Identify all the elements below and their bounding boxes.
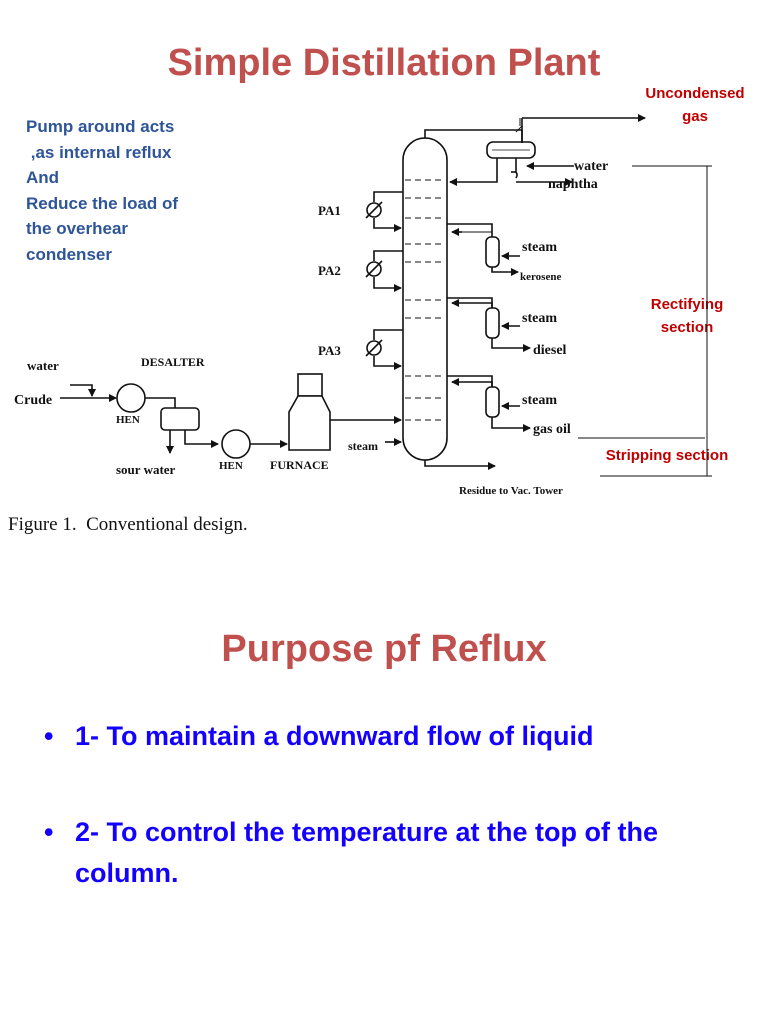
- section-title: Purpose pf Reflux: [221, 628, 547, 670]
- figure-caption: Figure 1. Conventional design.: [8, 514, 248, 535]
- distillation-column: [402, 137, 448, 461]
- pump-around-note: Pump around acts ,as internal reflux And…: [26, 114, 216, 267]
- distillation-diagram: water Crude DESALTER HEN sour water HEN …: [14, 114, 712, 497]
- note-line: condenser: [26, 244, 112, 264]
- pa3-label: PA3: [318, 343, 341, 358]
- note-line: Pump around acts: [26, 117, 175, 136]
- stripping-section-label: Stripping section: [605, 447, 729, 464]
- hen-1-label: HEN: [116, 414, 140, 426]
- sour-water-label: sour water: [116, 462, 176, 477]
- steam-gas-oil-label: steam: [522, 393, 557, 408]
- label-line: Rectifying: [650, 296, 724, 313]
- water-top-label: water: [574, 159, 608, 174]
- desalter-label: DESALTER: [141, 355, 205, 369]
- bullet-marker: •: [44, 817, 54, 847]
- pump-around-pa1: [365, 191, 403, 232]
- diesel-label: diesel: [533, 343, 567, 358]
- steam-bottom-label: steam: [348, 439, 378, 453]
- pa1-label: PA1: [318, 203, 341, 218]
- pump-around-pa3: [365, 329, 403, 370]
- naphtha-label: naphtha: [548, 177, 598, 192]
- note-line: the overhear: [26, 219, 129, 238]
- kerosene-stripper: [447, 223, 520, 276]
- slide-title: Simple Distillation Plant: [167, 42, 601, 84]
- bullet-list: • 1- To maintain a downward flow of liqu…: [44, 716, 744, 894]
- furnace-label: FURNACE: [270, 458, 329, 472]
- steam-diesel-label: steam: [522, 311, 557, 326]
- gas-oil-label: gas oil: [533, 422, 571, 437]
- residue-label: Residue to Vac. Tower: [459, 485, 563, 497]
- hen-2: [221, 429, 251, 459]
- kerosene-label: kerosene: [520, 271, 561, 283]
- desalter: [160, 407, 200, 431]
- bullet-text: 2- To control the temperature at the top…: [75, 817, 659, 888]
- gas-oil-stripper: [447, 375, 531, 432]
- hen-1: [116, 383, 146, 413]
- note-line: And: [26, 168, 60, 187]
- label-line: gas: [682, 108, 708, 125]
- note-line: ,as internal reflux: [26, 142, 172, 162]
- label-line: section: [660, 319, 714, 336]
- crude-label: Crude: [14, 393, 52, 408]
- bullet-item: • 2- To control the temperature at the t…: [44, 812, 744, 894]
- steam-kerosene-label: steam: [522, 240, 557, 255]
- hen-2-label: HEN: [219, 460, 243, 472]
- bullet-marker: •: [44, 721, 54, 751]
- rectifying-section-label: Rectifying section: [632, 293, 742, 339]
- uncondensed-gas-label: Uncondensed gas: [630, 82, 760, 128]
- bullet-item: • 1- To maintain a downward flow of liqu…: [44, 716, 744, 757]
- furnace: [288, 373, 331, 451]
- bullet-text: 1- To maintain a downward flow of liquid: [75, 721, 594, 751]
- pa2-label: PA2: [318, 263, 341, 278]
- diesel-stripper: [447, 297, 531, 352]
- note-line: Reduce the load of: [26, 193, 179, 213]
- pump-around-pa2: [365, 250, 403, 292]
- water-in-label: water: [27, 358, 59, 373]
- label-line: Uncondensed: [645, 85, 745, 102]
